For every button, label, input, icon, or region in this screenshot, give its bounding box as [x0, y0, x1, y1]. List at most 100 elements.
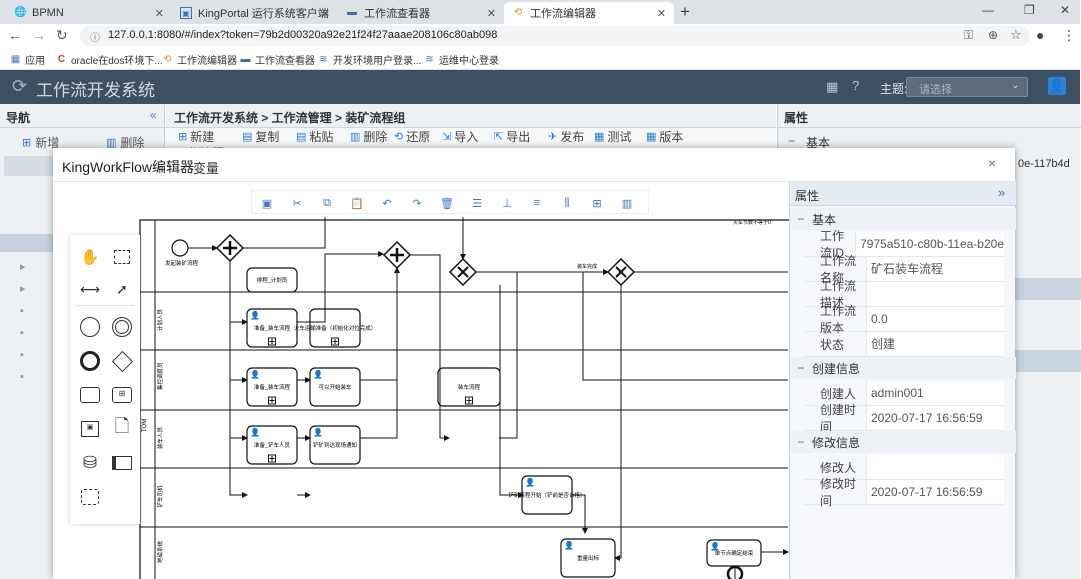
zoom-icon[interactable]: ⊕	[988, 28, 999, 42]
save-icon[interactable]: ▣	[261, 197, 273, 210]
tree-item[interactable]	[18, 180, 54, 196]
menu-icon[interactable]: ⋮	[1062, 27, 1076, 43]
toolbar-restore-button[interactable]: ⟲还原	[394, 128, 430, 145]
task[interactable]: 👤准备_装车流程	[246, 367, 298, 407]
task[interactable]: 👤重量出标	[560, 538, 616, 578]
close-icon[interactable]: ✕	[486, 7, 496, 20]
bookmark-workflow-editor[interactable]: ⟲工作流编辑器	[162, 52, 237, 67]
toolbar-paste-button[interactable]: ▤粘贴	[296, 128, 333, 145]
data-object-icon[interactable]: 🗋	[114, 416, 130, 436]
tree-item[interactable]	[4, 156, 54, 176]
minimize-icon[interactable]: —	[982, 3, 994, 17]
prop-value[interactable]	[866, 282, 1004, 306]
toolbar-publish-button[interactable]: ✈发布	[548, 128, 584, 145]
toolbar-copy-button[interactable]: ▤复制	[242, 128, 279, 145]
bookmark-dev-login[interactable]: ≋开发环境用户登录...	[318, 52, 421, 67]
collapse-minus-icon[interactable]: −	[797, 435, 805, 449]
toolbar-version-button[interactable]: ▦版本	[646, 128, 683, 145]
grid-icon[interactable]: ▦	[826, 79, 839, 94]
collapse-minus-icon[interactable]: −	[797, 361, 805, 375]
connect-tool-icon[interactable]: ➚	[116, 280, 128, 297]
toolbar-delete-button[interactable]: ▥删除	[350, 128, 387, 145]
redo-icon[interactable]: ↷	[412, 197, 422, 210]
user-icon[interactable]: 👤	[1048, 77, 1066, 95]
toolbar-test-button[interactable]: ▦测试	[594, 128, 631, 145]
profile-icon[interactable]: ●	[1036, 27, 1045, 43]
space-tool-icon[interactable]: ⟷	[79, 280, 101, 297]
align-center-icon[interactable]: ⊥	[502, 197, 512, 210]
props-section[interactable]: −基本	[790, 208, 1016, 230]
subprocess-icon[interactable]: ⊞	[108, 381, 136, 409]
start-event-icon[interactable]	[76, 313, 104, 341]
hand-tool-icon[interactable]: ✋	[80, 249, 100, 266]
prop-value[interactable]	[866, 455, 1004, 479]
modal-close-icon[interactable]: ×	[988, 155, 997, 171]
new-tab-icon[interactable]: +	[680, 2, 690, 21]
theme-select[interactable]: 请选择 ⌄	[906, 77, 1028, 97]
data-store-icon[interactable]: ⛁	[82, 453, 98, 472]
toolbar-export-button[interactable]: ⇱导出	[494, 128, 530, 145]
tab-workflow-viewer[interactable]: ▬ 工作流查看器 ✕	[338, 2, 504, 24]
task[interactable]: 👤准备_装车流程	[246, 308, 298, 348]
prop-value[interactable]: 创建	[866, 332, 1004, 356]
exclusive-gateway[interactable]	[606, 257, 636, 287]
prop-value[interactable]: 0.0	[866, 307, 1004, 331]
undo-icon[interactable]: ↶	[382, 197, 392, 210]
nav-delete-button[interactable]: ▥删除	[106, 134, 144, 151]
align-bottom-icon[interactable]: ⫼	[564, 196, 570, 209]
gateway-icon[interactable]	[108, 347, 136, 375]
close-icon[interactable]: ✕	[320, 7, 330, 20]
props-section[interactable]: −修改信息	[790, 431, 1016, 453]
bookmark-ops-login[interactable]: ≋运维中心登录	[424, 52, 499, 67]
collapse-icon[interactable]: «	[150, 108, 157, 122]
bookmark-workflow-viewer[interactable]: ▬工作流查看器	[240, 52, 316, 67]
tab-bpmn[interactable]: 🌐 BPMN ✕	[6, 2, 172, 24]
paste-icon[interactable]: 📋	[350, 197, 364, 210]
align-right-icon[interactable]: ≡	[533, 197, 541, 209]
collapse-minus-icon[interactable]: −	[788, 134, 796, 148]
end-event-icon[interactable]	[76, 347, 104, 375]
task[interactable]: 👤铲矿到达现场通知	[309, 425, 361, 465]
url-field[interactable]: ⓘ 127.0.0.1:8080/#/index?token=79b2d0032…	[80, 26, 1030, 46]
nav-new-button[interactable]: ⊞新增	[22, 134, 59, 151]
task[interactable]: 👤可以开始装车	[309, 367, 361, 407]
close-icon[interactable]: ✕	[656, 7, 666, 20]
restore-icon[interactable]: ❐	[1024, 3, 1035, 17]
tab-workflow-editor[interactable]: ⟲ 工作流编辑器 ✕	[504, 2, 674, 24]
task[interactable]: 火车运输准备（初始化对位完成）	[294, 308, 377, 348]
task[interactable]: 👤单节点确定结束	[706, 539, 762, 567]
lasso-tool-icon[interactable]	[108, 243, 136, 271]
prop-value[interactable]: 2020-07-17 16:56:59	[866, 480, 1004, 504]
copy-icon[interactable]: ⧉	[323, 196, 331, 209]
window-close-icon[interactable]: ✕	[1060, 3, 1071, 17]
key-icon[interactable]: ⚿	[964, 28, 974, 42]
tab-variables[interactable]: 变量	[193, 161, 220, 176]
prop-value[interactable]: admin001	[866, 381, 1004, 405]
data-object-ref-icon[interactable]: ▣	[76, 415, 104, 443]
props-section[interactable]: −创建信息	[790, 357, 1016, 379]
intermediate-event-icon[interactable]	[108, 313, 136, 341]
toolbar-new-button[interactable]: ⊞新建	[178, 128, 214, 145]
cut-icon[interactable]: ✂	[292, 197, 302, 210]
tree-item-selected[interactable]	[0, 234, 54, 252]
distribute-icon[interactable]: ▥	[621, 197, 633, 210]
reload-icon[interactable]: ↻	[56, 27, 68, 43]
expand-icon[interactable]: »	[998, 185, 1006, 200]
prop-value[interactable]: 2020-07-17 16:56:59	[866, 406, 1004, 430]
task[interactable]: 👤准备_铲车人员	[246, 425, 298, 465]
align-middle-icon[interactable]: ⊞	[592, 197, 602, 210]
collapse-minus-icon[interactable]: −	[797, 212, 805, 226]
bookmark-apps[interactable]: ▦应用	[10, 52, 45, 67]
task-icon[interactable]	[76, 381, 104, 409]
align-left-icon[interactable]: ☰	[472, 197, 482, 210]
start-event[interactable]	[171, 239, 189, 257]
parallel-gateway[interactable]	[215, 233, 245, 263]
back-icon[interactable]: ←	[8, 27, 22, 43]
task[interactable]: 装车流程	[437, 367, 501, 407]
forward-icon[interactable]: →	[32, 27, 46, 43]
help-icon[interactable]: ?	[852, 78, 860, 93]
star-icon[interactable]: ☆	[1010, 27, 1022, 42]
close-icon[interactable]: ✕	[154, 7, 164, 20]
delete-icon[interactable]: 🗑	[440, 197, 454, 210]
toolbar-import-button[interactable]: ⇲导入	[442, 128, 478, 145]
